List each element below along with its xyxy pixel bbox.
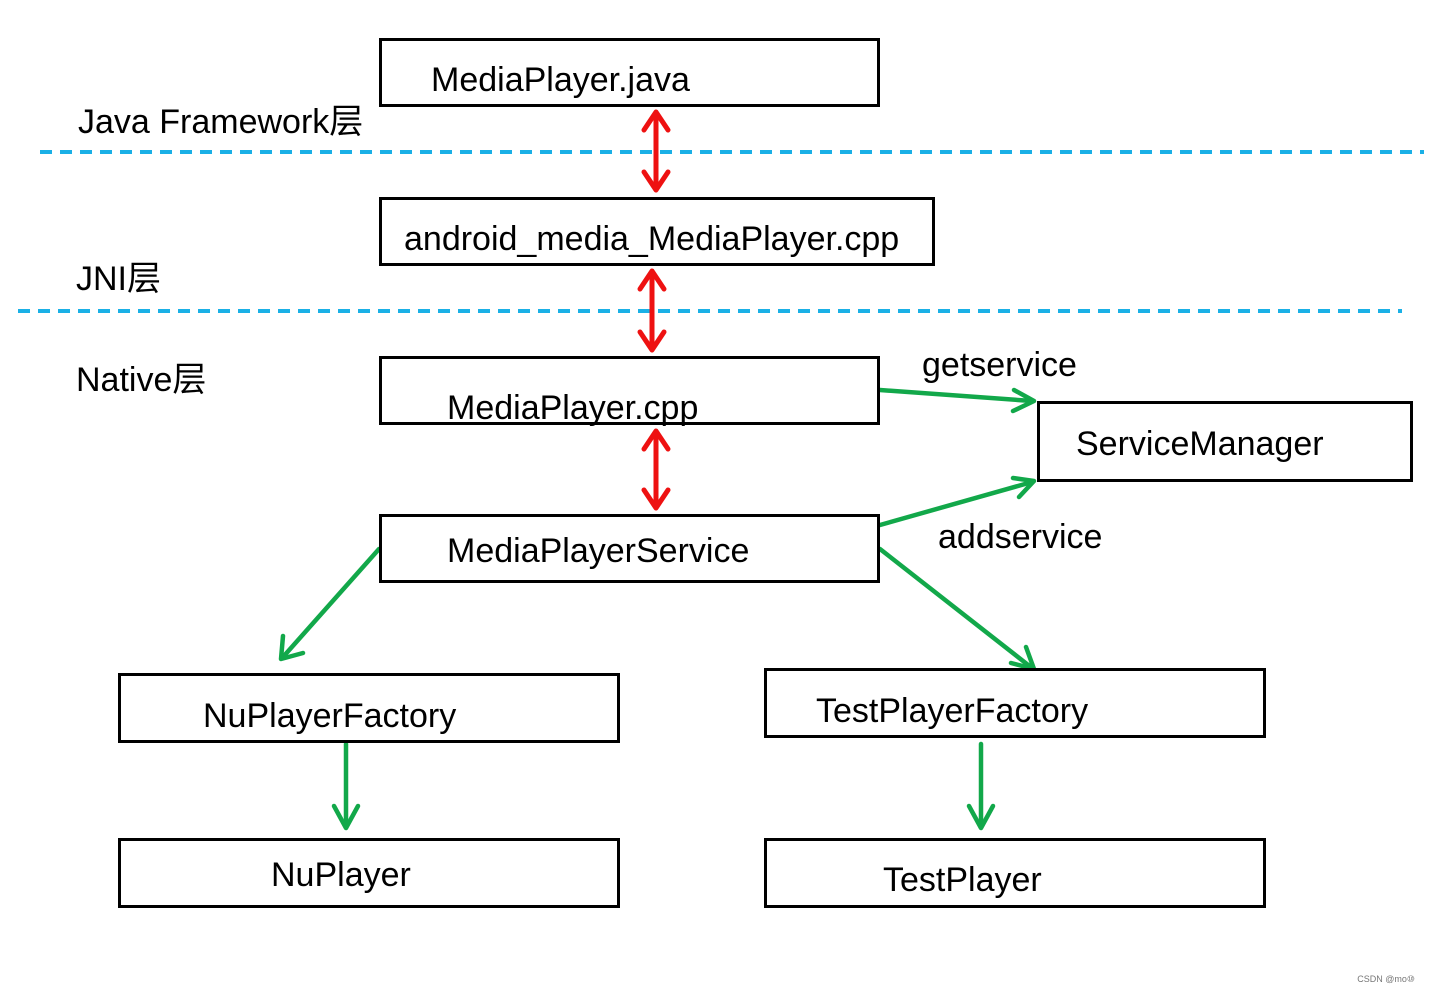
node-mediaplayer-java: MediaPlayer.java <box>379 38 880 107</box>
arrowhead-up-2 <box>637 268 667 292</box>
node-service-manager: ServiceManager <box>1037 401 1413 482</box>
node-label: TestPlayer <box>883 861 1042 899</box>
arrowhead-nuplayer <box>331 803 361 831</box>
arrowhead-getservice <box>1010 387 1037 414</box>
node-mediaplayer-cpp: MediaPlayer.cpp <box>379 356 880 425</box>
node-label: NuPlayerFactory <box>203 697 457 735</box>
edge-label-getservice: getservice <box>922 346 1077 384</box>
node-label: android_media_MediaPlayer.cpp <box>404 220 900 258</box>
node-nuplayer: NuPlayer <box>118 838 620 908</box>
node-label: MediaPlayer.cpp <box>447 389 699 427</box>
layer-label-jni: JNI层 <box>76 260 161 298</box>
arrowhead-addservice <box>1010 475 1037 500</box>
arrow-service-to-nuplayerfactory <box>280 546 382 660</box>
arrowhead-nuplayerfactory <box>278 633 306 662</box>
node-android-media-mediaplayer-cpp: android_media_MediaPlayer.cpp <box>379 197 935 266</box>
node-nuplayer-factory: NuPlayerFactory <box>118 673 620 743</box>
node-label: MediaPlayerService <box>447 532 750 570</box>
arrowhead-down-1 <box>641 169 671 193</box>
arrowhead-down-3 <box>641 487 671 511</box>
node-testplayer: TestPlayer <box>764 838 1266 908</box>
node-label: TestPlayerFactory <box>816 692 1089 730</box>
node-testplayer-factory: TestPlayerFactory <box>764 668 1266 738</box>
node-label: MediaPlayer.java <box>431 61 690 99</box>
node-label: ServiceManager <box>1076 425 1324 463</box>
node-mediaplayer-service: MediaPlayerService <box>379 514 880 583</box>
layer-label-native: Native层 <box>76 361 207 399</box>
watermark: CSDN @mo⑩ <box>1357 974 1415 984</box>
arrowhead-up-1 <box>641 109 671 133</box>
arrowhead-down-2 <box>637 329 667 353</box>
arrow-service-to-testplayerfactory <box>877 546 1035 671</box>
arrowhead-testplayer <box>966 803 996 831</box>
arrowhead-up-3 <box>641 428 671 452</box>
arrow-addservice <box>877 479 1035 528</box>
edge-label-addservice: addservice <box>938 518 1103 556</box>
layer-label-java-framework: Java Framework层 <box>78 103 364 141</box>
arrow-getservice <box>877 387 1035 404</box>
node-label: NuPlayer <box>271 856 411 894</box>
